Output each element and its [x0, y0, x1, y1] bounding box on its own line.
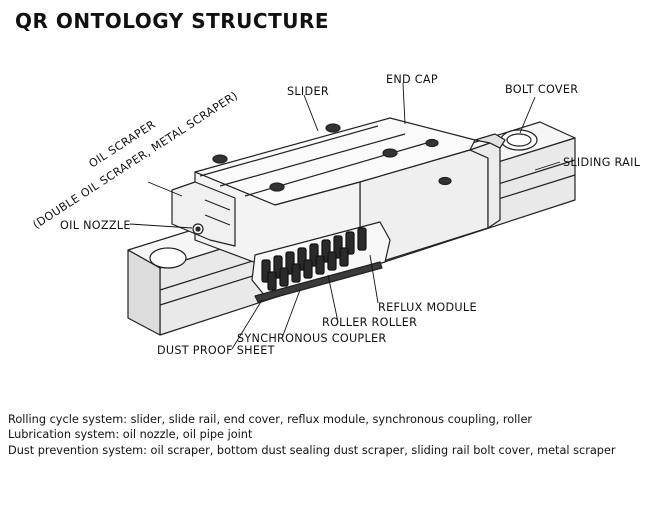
label-synchronous-coupler: SYNCHRONOUS COUPLER [237, 332, 386, 345]
description-lubrication: Lubrication system: oil nozzle, oil pipe… [8, 428, 253, 442]
label-sliding-rail: SLIDING RAIL [563, 156, 641, 169]
dust-proof-sheet [254, 261, 383, 303]
label-dust-proof-sheet: DUST PROOF SHEET [157, 344, 275, 357]
description-rolling: Rolling cycle system: slider, slide rail… [8, 413, 533, 426]
label-roller-roller: ROLLER ROLLER [322, 316, 417, 329]
label-end-cap: END CAP [386, 73, 438, 86]
oil-scraper-plate [171, 181, 236, 247]
linear-guide-diagram: SLIDER END CAP BOLT COVER SLIDING RAIL O… [31, 73, 641, 357]
label-oil-nozzle: OIL NOZZLE [60, 219, 131, 232]
slider-bolt-hole [325, 123, 341, 133]
description-block: Rolling cycle system: slider, slide rail… [8, 412, 616, 458]
description-dust: Dust prevention system: oil scraper, bot… [8, 443, 616, 457]
bolt-cover-front [149, 247, 187, 269]
roller-chain [261, 227, 367, 291]
label-bolt-cover: BOLT COVER [505, 83, 578, 96]
page-title: QR ONTOLOGY STRUCTURE [15, 9, 330, 33]
label-slider: SLIDER [287, 85, 329, 98]
label-reflux-module: REFLUX MODULE [378, 301, 477, 314]
rail-end-face [127, 249, 161, 336]
